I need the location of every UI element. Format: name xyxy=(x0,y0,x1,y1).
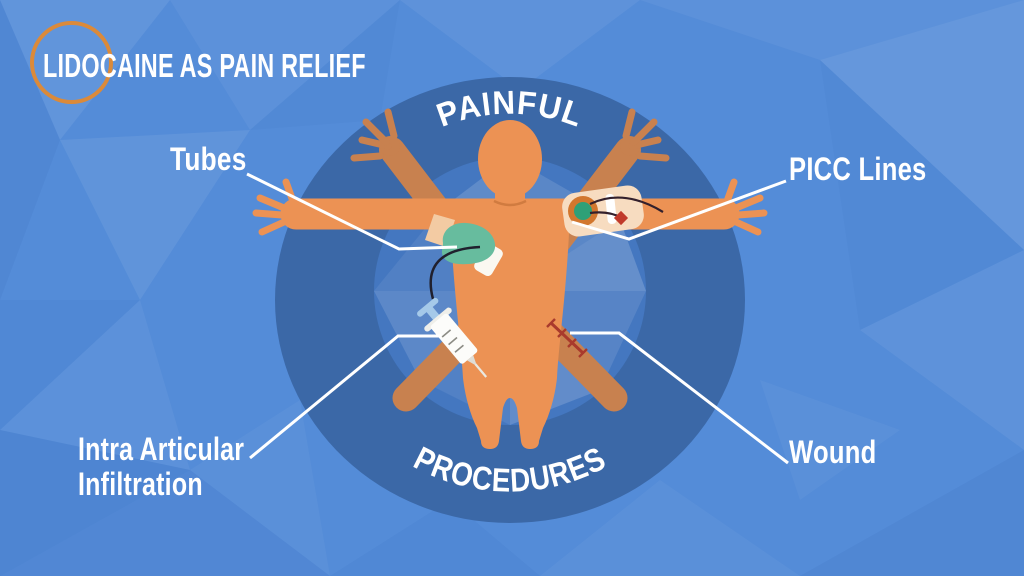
label-tubes: Tubes xyxy=(170,141,247,177)
label-intra-line1: Intra Articular xyxy=(78,431,245,467)
sutured-wound-icon xyxy=(546,318,588,358)
label-intra-line2: Infiltration xyxy=(78,466,203,502)
gloved-hand-with-tube-icon xyxy=(425,214,503,300)
callout-lines xyxy=(246,172,789,465)
figure-head xyxy=(478,120,542,198)
orange-circle-outline-icon xyxy=(30,21,113,104)
callout-intra-line xyxy=(249,334,441,460)
callout-tubes-line xyxy=(246,172,458,251)
label-wound: Wound xyxy=(789,434,877,470)
label-intra-articular-infiltration: Intra Articular Infiltration xyxy=(78,432,244,502)
syringe-icon xyxy=(417,297,488,378)
page-title: LIDOCAINE AS PAIN RELIEF xyxy=(43,47,366,84)
callout-picc-line xyxy=(571,179,787,241)
callout-wound-line xyxy=(570,331,789,465)
label-picc-lines: PICC Lines xyxy=(789,151,927,187)
